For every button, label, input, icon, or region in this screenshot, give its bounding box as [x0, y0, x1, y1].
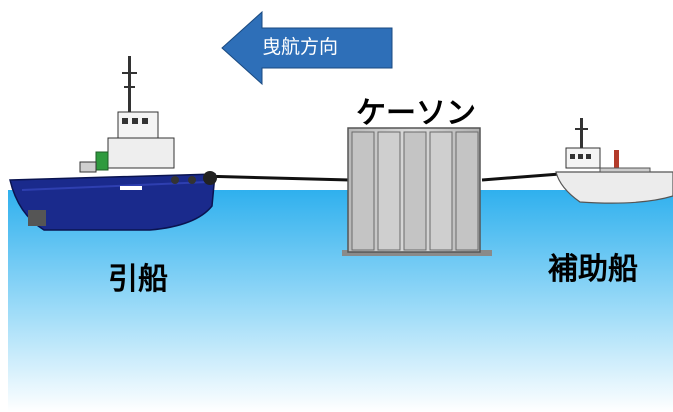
caisson-label: ケーソン: [356, 96, 476, 131]
direction-arrow-label: 曳航方向: [262, 36, 339, 58]
support-vessel-label: 補助船: [548, 252, 638, 287]
tugboat: [9, 56, 217, 231]
tugboat-label: 引船: [108, 262, 168, 297]
direction-arrow: [221, 10, 393, 86]
support-vessel: [555, 118, 673, 204]
tow-line-front: [199, 174, 351, 182]
tow-line-rear: [481, 172, 561, 182]
caisson: [342, 127, 492, 256]
